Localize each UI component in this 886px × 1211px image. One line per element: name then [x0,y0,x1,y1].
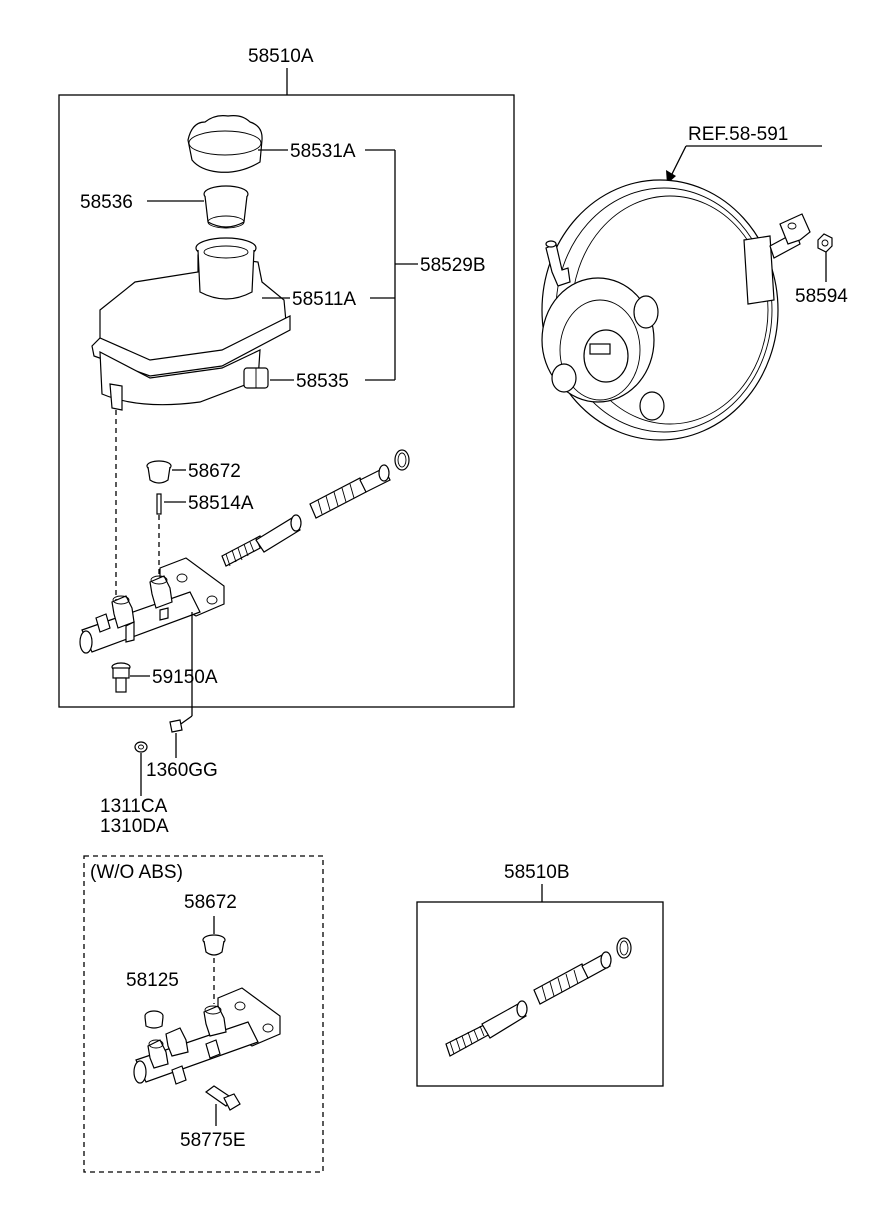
washer-1360GG [169,719,183,733]
label-58514A: 58514A [188,493,254,514]
pressure-sensor [111,662,131,693]
label-58672: 58672 [188,461,241,482]
wo-master-cylinder [133,987,281,1085]
label-wo-abs: (W/O ABS) [90,862,183,883]
clevis-nut-58594 [817,233,833,253]
label-ref-58-591: REF.58-591 [688,124,788,145]
piston-kit-parts [445,937,632,1057]
wo-valve [204,1085,241,1111]
label-wo-58125: 58125 [126,970,179,991]
reservoir [91,237,291,411]
label-59150A: 59150A [152,667,218,688]
wo-plug-top [202,934,226,956]
label-58510B: 58510B [504,862,570,883]
plug-top [146,460,172,484]
wo-plug [144,1010,164,1029]
nut-1311CA [134,741,148,753]
brake-booster [541,179,811,441]
piston-kit-box [416,901,664,1087]
seal-grommet [243,367,269,389]
label-58531A: 58531A [290,141,356,162]
label-1310DA: 1310DA [100,816,169,837]
strainer [203,185,249,229]
label-1311CA: 1311CA [100,796,168,817]
label-1360GG: 1360GG [146,760,218,781]
label-58529B: 58529B [420,255,486,276]
label-58535: 58535 [296,371,349,392]
pin [156,493,162,515]
piston-spring-set [221,449,410,567]
wo-abs-box [83,855,324,1173]
label-58510A: 58510A [248,46,314,67]
label-58511A: 58511A [292,289,356,310]
reservoir-cap [187,115,263,173]
label-wo-58775E: 58775E [180,1130,246,1151]
label-58594: 58594 [795,286,848,307]
label-wo-58672: 58672 [184,892,237,913]
master-cylinder [79,557,225,654]
label-58536: 58536 [80,192,133,213]
